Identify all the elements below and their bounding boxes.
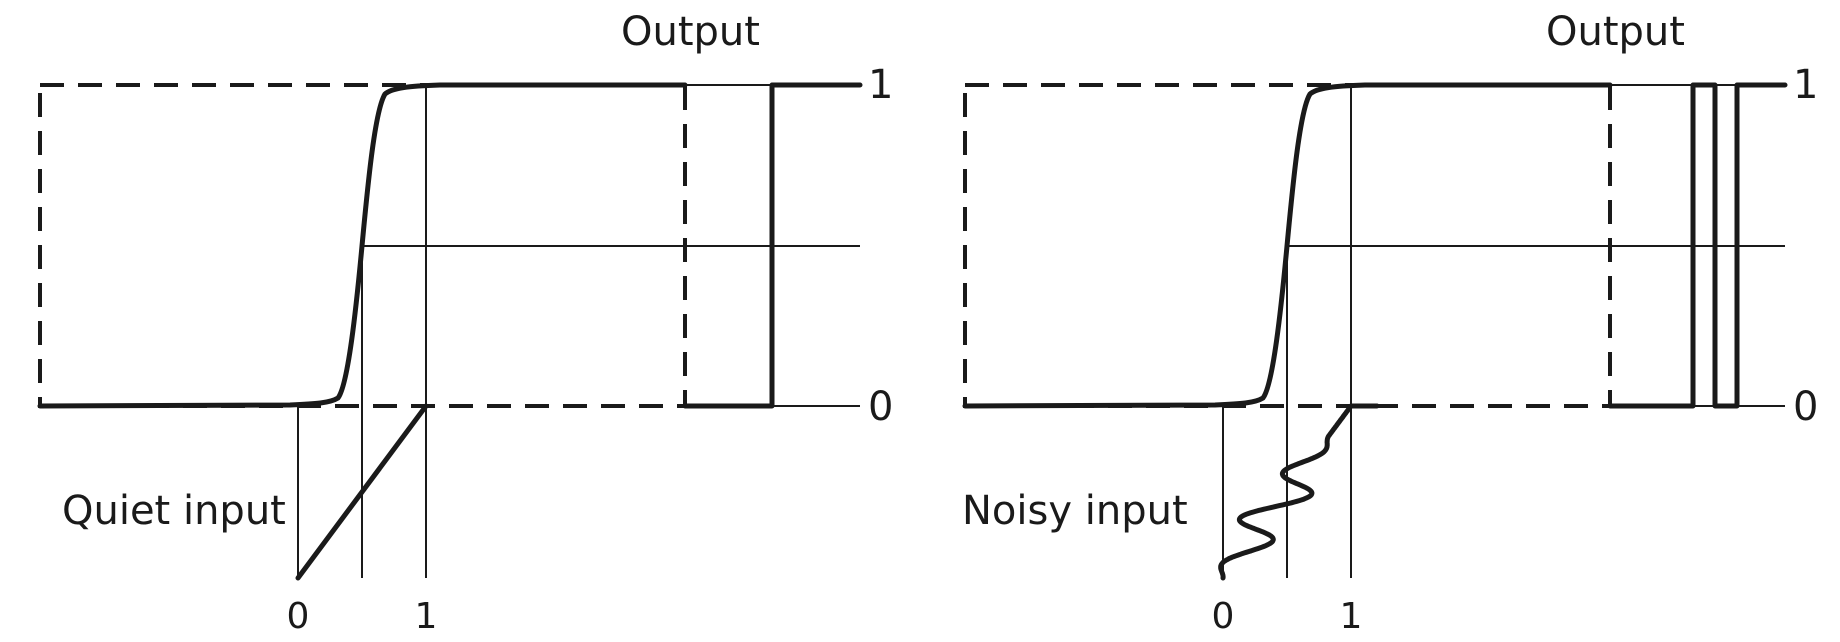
panel-quiet-input: Output 1 0 Quiet input 0 1 — [37, 9, 893, 637]
tick-zero-label: 0 — [287, 596, 310, 637]
input-label: Quiet input — [62, 488, 286, 534]
output-label: Output — [621, 9, 760, 55]
output-square-wave — [682, 82, 863, 409]
panel-noisy-input: Output 1 0 Noisy input 0 1 — [962, 9, 1818, 637]
output-label: Output — [1546, 9, 1685, 55]
transfer-curve — [37, 82, 688, 409]
tick-zero-label: 0 — [1212, 596, 1235, 637]
output-chattering-wave — [1607, 82, 1788, 409]
high-level-label: 1 — [1793, 62, 1818, 108]
tick-one-label: 1 — [1340, 596, 1363, 637]
high-level-label: 1 — [868, 62, 893, 108]
tick-one-label: 1 — [415, 596, 438, 637]
noisy-input-signal — [1218, 403, 1380, 581]
input-label: Noisy input — [962, 488, 1188, 534]
low-level-label: 0 — [868, 384, 893, 430]
transfer-curve — [962, 82, 1613, 409]
quiet-input-ramp — [295, 403, 429, 581]
low-level-label: 0 — [1793, 384, 1818, 430]
